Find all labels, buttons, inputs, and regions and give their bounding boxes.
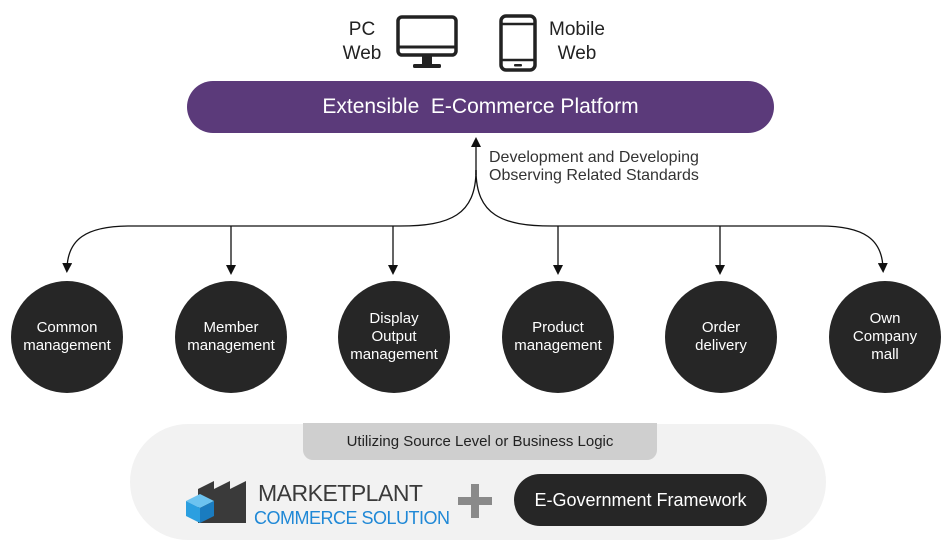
connector-lines xyxy=(62,137,888,275)
marketplant-subtitle: COMMERCE SOLUTION xyxy=(254,508,450,528)
standards-note-line2: Observing Related Standards xyxy=(489,167,699,184)
plus-icon xyxy=(458,484,492,518)
standards-note: Development and Developing Observing Rel… xyxy=(489,149,699,185)
standards-note-line1: Development and Developing xyxy=(489,149,699,166)
e-government-framework-badge: E-Government Framework xyxy=(514,474,767,526)
module-common-management: Common management xyxy=(11,281,123,393)
platform-bar: Extensible E-Commerce Platform xyxy=(187,81,774,133)
smartphone-icon xyxy=(499,14,537,72)
mobile-web-label: Mobile Web xyxy=(549,19,605,64)
module-product-management: Product management xyxy=(502,281,614,393)
desktop-monitor-icon xyxy=(396,15,458,68)
pc-web-label: PC Web xyxy=(342,19,382,64)
module-order-delivery: Order delivery xyxy=(665,281,777,393)
module-member-management: Member management xyxy=(175,281,287,393)
module-own-company-mall: Own Company mall xyxy=(829,281,941,393)
module-display-output-management: Display Output management xyxy=(338,281,450,393)
marketplant-title: MARKETPLANT xyxy=(258,480,423,506)
marketplant-cube-logo-icon xyxy=(186,481,246,523)
utilizing-tab: Utilizing Source Level or Business Logic xyxy=(303,423,657,460)
